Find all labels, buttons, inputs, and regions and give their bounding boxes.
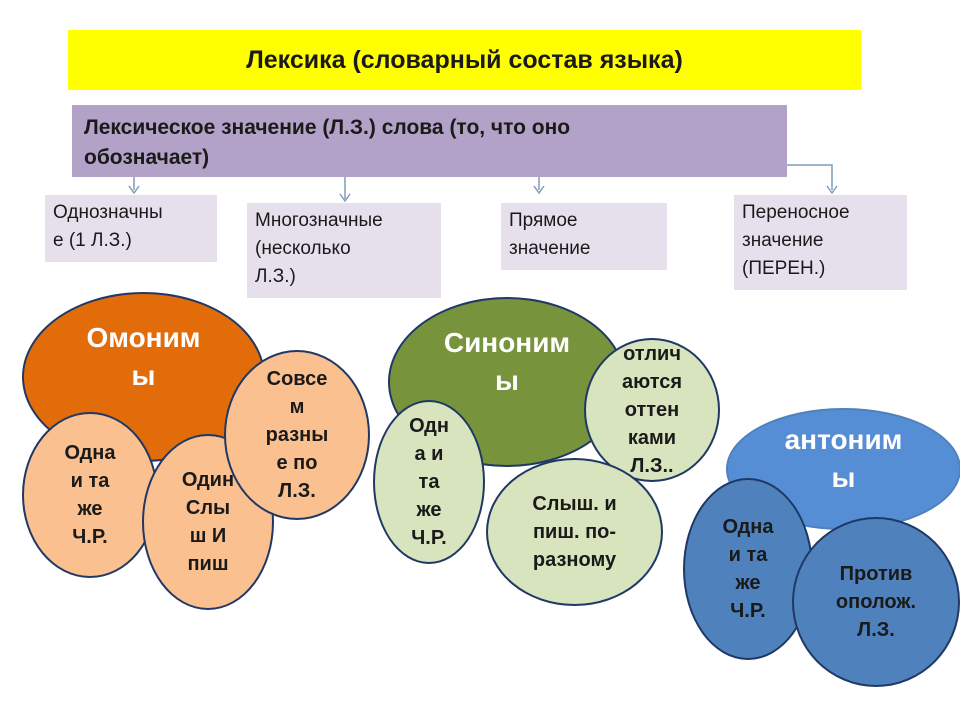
category-line: Прямое — [509, 210, 578, 231]
item-line: оттен — [624, 399, 680, 421]
arrowhead-figurative — [826, 185, 838, 195]
lexical-meaning-box: Лексическое значение (Л.З.) слова (то, ч… — [72, 105, 787, 177]
item-line: разному — [532, 549, 617, 571]
item-line: Один — [181, 469, 235, 491]
category-line: Однозначны — [53, 202, 163, 223]
label-line: ы — [131, 360, 156, 391]
label-line: антоним — [784, 424, 903, 455]
arrowhead-single — [128, 185, 140, 195]
label-line: ы — [495, 365, 519, 396]
item-line: Против — [839, 563, 913, 585]
item-line: Одна — [722, 516, 774, 538]
category-line: (ПЕРЕН.) — [742, 258, 826, 279]
item-line: пиш — [187, 553, 229, 575]
item-line: Слыш. и — [532, 493, 617, 515]
antonyms-ellipse: антоним ы — [726, 408, 960, 530]
item-line: Слы — [185, 497, 231, 519]
title-text: Лексика (словарный состав языка) — [246, 45, 683, 74]
category-multiple-meanings: Многозначные (несколько Л.З.) — [247, 203, 441, 298]
homonyms-different-meaning: Совсе м разны е по Л.З. — [224, 350, 370, 520]
homonyms-same-pos: Одна и та же Ч.Р. — [22, 412, 158, 578]
item-line: и та — [728, 544, 768, 566]
label-line: Синоним — [443, 327, 571, 358]
item-line: ополож. — [835, 591, 917, 613]
item-line: отлич — [623, 343, 681, 365]
label-line: ы — [831, 462, 856, 493]
arrowhead-direct — [533, 185, 545, 195]
item-line: Л.З.. — [630, 455, 674, 477]
category-line: е (1 Л.З.) — [53, 230, 132, 251]
item-line: Ч.Р. — [72, 526, 108, 548]
category-line: Многозначные — [255, 210, 383, 231]
item-line: Л.З. — [857, 619, 895, 641]
item-line: та — [418, 471, 440, 493]
item-line: м — [289, 396, 305, 418]
category-line: Л.З.) — [255, 266, 296, 287]
item-line: Л.З. — [278, 480, 316, 502]
lexical-meaning-line: обозначает) — [84, 146, 210, 169]
item-line: е по — [276, 452, 318, 474]
category-line: значение — [509, 238, 591, 259]
page-title: Лексика (словарный состав языка) — [68, 30, 861, 90]
item-line: же — [77, 498, 103, 520]
category-line: (несколько — [255, 238, 351, 259]
item-line: разны — [265, 424, 329, 446]
item-line: же — [416, 499, 442, 521]
synonyms-same-pos: Одн а и та же Ч.Р. — [373, 400, 485, 564]
category-line: Переносное — [742, 202, 850, 223]
item-line: пиш. по- — [532, 521, 617, 543]
synonyms-label: Синоним ы — [444, 324, 570, 400]
antonyms-opposite-meaning: Против ополож. Л.З. — [792, 517, 960, 687]
item-line: ш И — [189, 525, 227, 547]
item-line: Ч.Р. — [730, 600, 766, 622]
category-direct-meaning: Прямое значение — [501, 203, 667, 270]
item-line: Одна — [64, 442, 116, 464]
lexical-meaning-line: Лексическое значение (Л.З.) слова (то, ч… — [84, 116, 571, 139]
homonyms-label: Омоним ы — [86, 319, 200, 395]
item-line: Совсе — [266, 368, 328, 390]
item-line: Одн — [409, 415, 449, 437]
antonyms-same-pos: Одна и та же Ч.Р. — [683, 478, 813, 660]
item-line: и та — [70, 470, 110, 492]
category-line: значение — [742, 230, 824, 251]
arrowhead-multi — [339, 193, 351, 203]
item-line: же — [735, 572, 761, 594]
category-single-meaning: Однозначны е (1 Л.З.) — [45, 195, 217, 262]
item-line: Ч.Р. — [411, 527, 447, 549]
item-line: аются — [621, 371, 683, 393]
synonyms-shades: отлич аются оттен ками Л.З.. — [584, 338, 720, 482]
item-line: а и — [414, 443, 444, 465]
synonyms-different-spelling: Слыш. и пиш. по- разному — [486, 458, 663, 606]
item-line: ками — [627, 427, 677, 449]
antonyms-label: антоним ы — [785, 421, 903, 497]
category-figurative-meaning: Переносное значение (ПЕРЕН.) — [734, 195, 907, 290]
label-line: Омоним — [86, 322, 201, 353]
